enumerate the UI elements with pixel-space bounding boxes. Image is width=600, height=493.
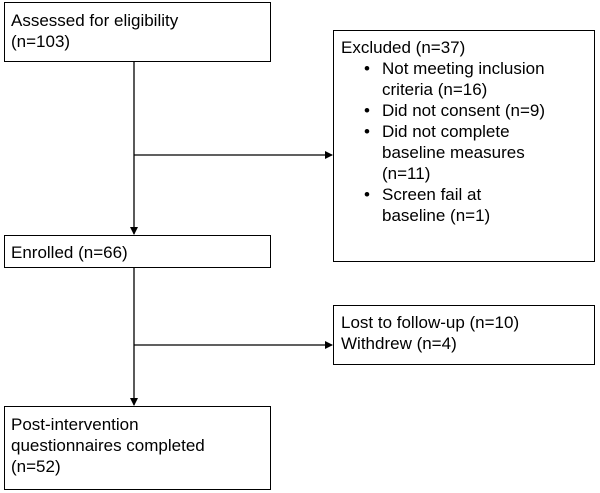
post-intervention-box: Post-intervention questionnaires complet… <box>4 406 271 490</box>
list-item: • Did not complete baseline measures (n=… <box>364 122 525 183</box>
enrolled-label: Enrolled (n=66) <box>11 243 128 262</box>
assessed-box: Assessed for eligibility (n=103) <box>4 2 271 62</box>
lost-to-follow-up-box: Lost to follow-up (n=10) Withdrew (n=4) <box>333 305 595 365</box>
exclusion-reasons-list: • Not meeting inclusion criteria (n=16) … <box>341 58 594 226</box>
bullet-icon: • <box>364 185 370 204</box>
lost-label: Lost to follow-up (n=10) <box>341 313 520 332</box>
list-item: • Not meeting inclusion criteria (n=16) <box>364 59 545 99</box>
list-item: • Screen fail at baseline (n=1) <box>364 185 491 225</box>
assessed-label: Assessed for eligibility <box>11 11 179 30</box>
assessed-count: (n=103) <box>11 32 71 51</box>
bullet-icon: • <box>364 59 370 78</box>
excluded-box: Excluded (n=37) • Not meeting inclusion … <box>333 30 595 262</box>
enrolled-box: Enrolled (n=66) <box>4 235 271 268</box>
withdrew-label: Withdrew (n=4) <box>341 334 457 353</box>
list-item: • Did not consent (n=9) <box>364 101 546 120</box>
excluded-title: Excluded (n=37) <box>341 38 466 57</box>
post-count: (n=52) <box>11 457 61 476</box>
bullet-icon: • <box>364 101 370 120</box>
bullet-icon: • <box>364 122 370 141</box>
post-label-line1: Post-intervention <box>11 415 139 434</box>
post-label-line2: questionnaires completed <box>11 436 205 455</box>
